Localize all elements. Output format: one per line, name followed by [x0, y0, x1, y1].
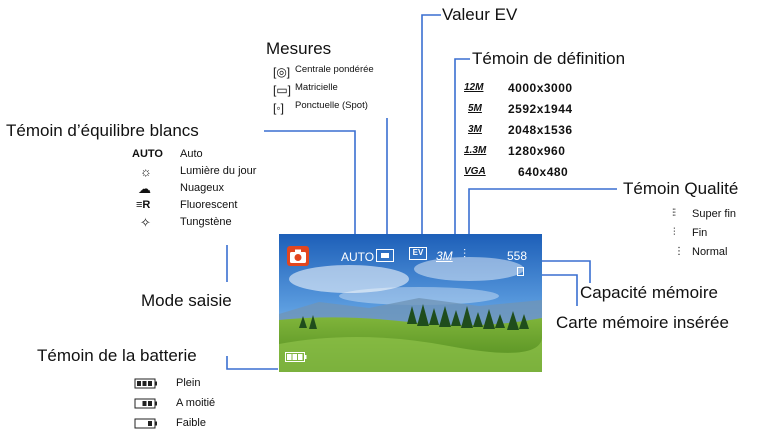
camera-icon	[290, 249, 306, 263]
quality-connector	[468, 188, 617, 250]
fine-icon: ⫶	[673, 227, 676, 238]
battery-full-icon	[134, 378, 157, 389]
resolution-connector	[454, 58, 470, 252]
normal-icon: ⋮	[674, 246, 684, 257]
lcd-screen: AUTO EV 3M ⫶ 558	[279, 234, 542, 372]
matrix-icon: [▭]	[273, 83, 292, 97]
resolution-row: 1.3M 1280x960	[464, 144, 614, 165]
resolution-badge: 5M	[468, 103, 482, 114]
resolution-badge: 12M	[464, 82, 484, 93]
battery-half-icon	[134, 398, 157, 409]
capture-mode-label: Mode saisie	[141, 291, 232, 310]
wb-connector	[264, 130, 356, 248]
center-weighted-icon: [◎]	[273, 65, 291, 79]
resolution-value: 640x480	[518, 165, 569, 179]
ev-connector	[421, 14, 441, 252]
fluorescent-icon: ≡R	[136, 199, 151, 211]
memory-capacity-label: Capacité mémoire	[580, 283, 718, 302]
resolution-row: 12M 4000x3000	[464, 81, 614, 102]
battery-connector	[226, 356, 278, 370]
memory-card-inserted-label: Carte mémoire insérée	[556, 313, 729, 332]
resolution-row: VGA 640x480	[464, 165, 614, 186]
battery-indicator-label: Témoin de la batterie	[37, 346, 197, 365]
resolution-row: 3M 2048x1536	[464, 123, 614, 144]
resolution-indicator-label: Témoin de définition	[472, 49, 626, 68]
daylight-icon: ☼	[140, 164, 152, 179]
spot-icon: [◦]	[273, 101, 284, 115]
capacity-connector	[538, 260, 591, 283]
resolution-badge: 1.3M	[464, 145, 487, 156]
screen-ev-indicator: EV	[409, 247, 427, 260]
tungsten-icon: ✧	[140, 215, 151, 230]
resolution-value: 4000x3000	[508, 81, 573, 95]
resolution-value: 1280x960	[508, 144, 566, 158]
resolution-badge: 3M	[468, 124, 482, 135]
screen-quality-icon: ⫶	[463, 247, 467, 261]
resolution-badge: VGA	[464, 166, 486, 177]
battery-low-icon	[134, 418, 157, 429]
screen-memory-card-icon	[517, 267, 524, 276]
super-fine-icon: ⫶⫶	[672, 208, 676, 219]
landscape-photo	[279, 234, 542, 372]
metering-label: Mesures	[266, 39, 332, 58]
capture-mode-icon	[287, 246, 309, 266]
resolution-value: 2592x1944	[508, 102, 573, 116]
screen-battery-icon	[285, 352, 307, 362]
resolution-value: 2048x1536	[508, 123, 573, 137]
resolution-list: 12M 4000x3000 5M 2592x1944 3M 2048x1536 …	[464, 81, 614, 186]
screen-resolution-indicator: 3M	[436, 249, 453, 263]
auto-wb-icon: AUTO	[132, 148, 163, 160]
resolution-row: 5M 2592x1944	[464, 102, 614, 123]
screen-wb-indicator: AUTO	[341, 250, 375, 264]
cloudy-icon: ☁	[138, 181, 151, 196]
quality-indicator-label: Témoin Qualité	[623, 179, 739, 198]
white-balance-label: Témoin d’équilibre blancs	[6, 121, 199, 140]
screen-shots-remaining: 558	[507, 249, 528, 263]
ev-value-label: Valeur EV	[442, 5, 518, 24]
screen-metering-icon	[376, 249, 394, 262]
